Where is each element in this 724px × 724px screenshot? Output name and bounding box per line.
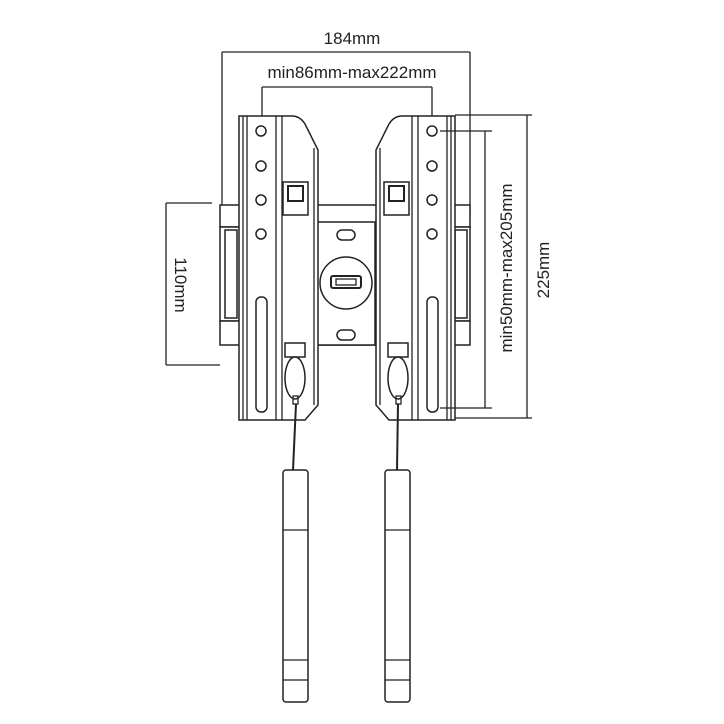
mounting-hole	[255, 228, 267, 240]
overall-height-label: 225mm	[534, 242, 553, 299]
mounting-hole	[426, 125, 438, 137]
left-pull-handle	[282, 469, 309, 703]
right-vertical-bracket	[375, 115, 456, 421]
vesa-horizontal-label: min86mm-max222mm	[267, 63, 436, 82]
overall-width-dimension: 184mm	[221, 29, 471, 215]
pivot-disc	[319, 256, 373, 310]
lock-handle	[387, 356, 409, 400]
mounting-slot	[255, 296, 268, 413]
mounting-hole	[426, 160, 438, 172]
mounting-hole	[255, 194, 267, 206]
lock-handle	[284, 356, 306, 400]
vesa-vertical-label: min50mm-max205mm	[497, 183, 516, 352]
left-vertical-bracket	[238, 115, 319, 421]
right-pull-handle	[384, 469, 411, 703]
mounting-hole	[426, 228, 438, 240]
pull-cords	[282, 403, 411, 703]
wall-plate-height-label: 110mm	[171, 257, 190, 312]
mounting-slot	[426, 296, 439, 413]
wall-plate-height-dimension: 110mm	[165, 202, 220, 366]
overall-height-dimension: 225mm	[455, 114, 553, 419]
vesa-vertical-dimension: min50mm-max205mm	[440, 130, 516, 409]
overall-width-label: 184mm	[324, 29, 381, 48]
mounting-hole	[255, 160, 267, 172]
mounting-hole	[426, 194, 438, 206]
mounting-hole	[255, 125, 267, 137]
